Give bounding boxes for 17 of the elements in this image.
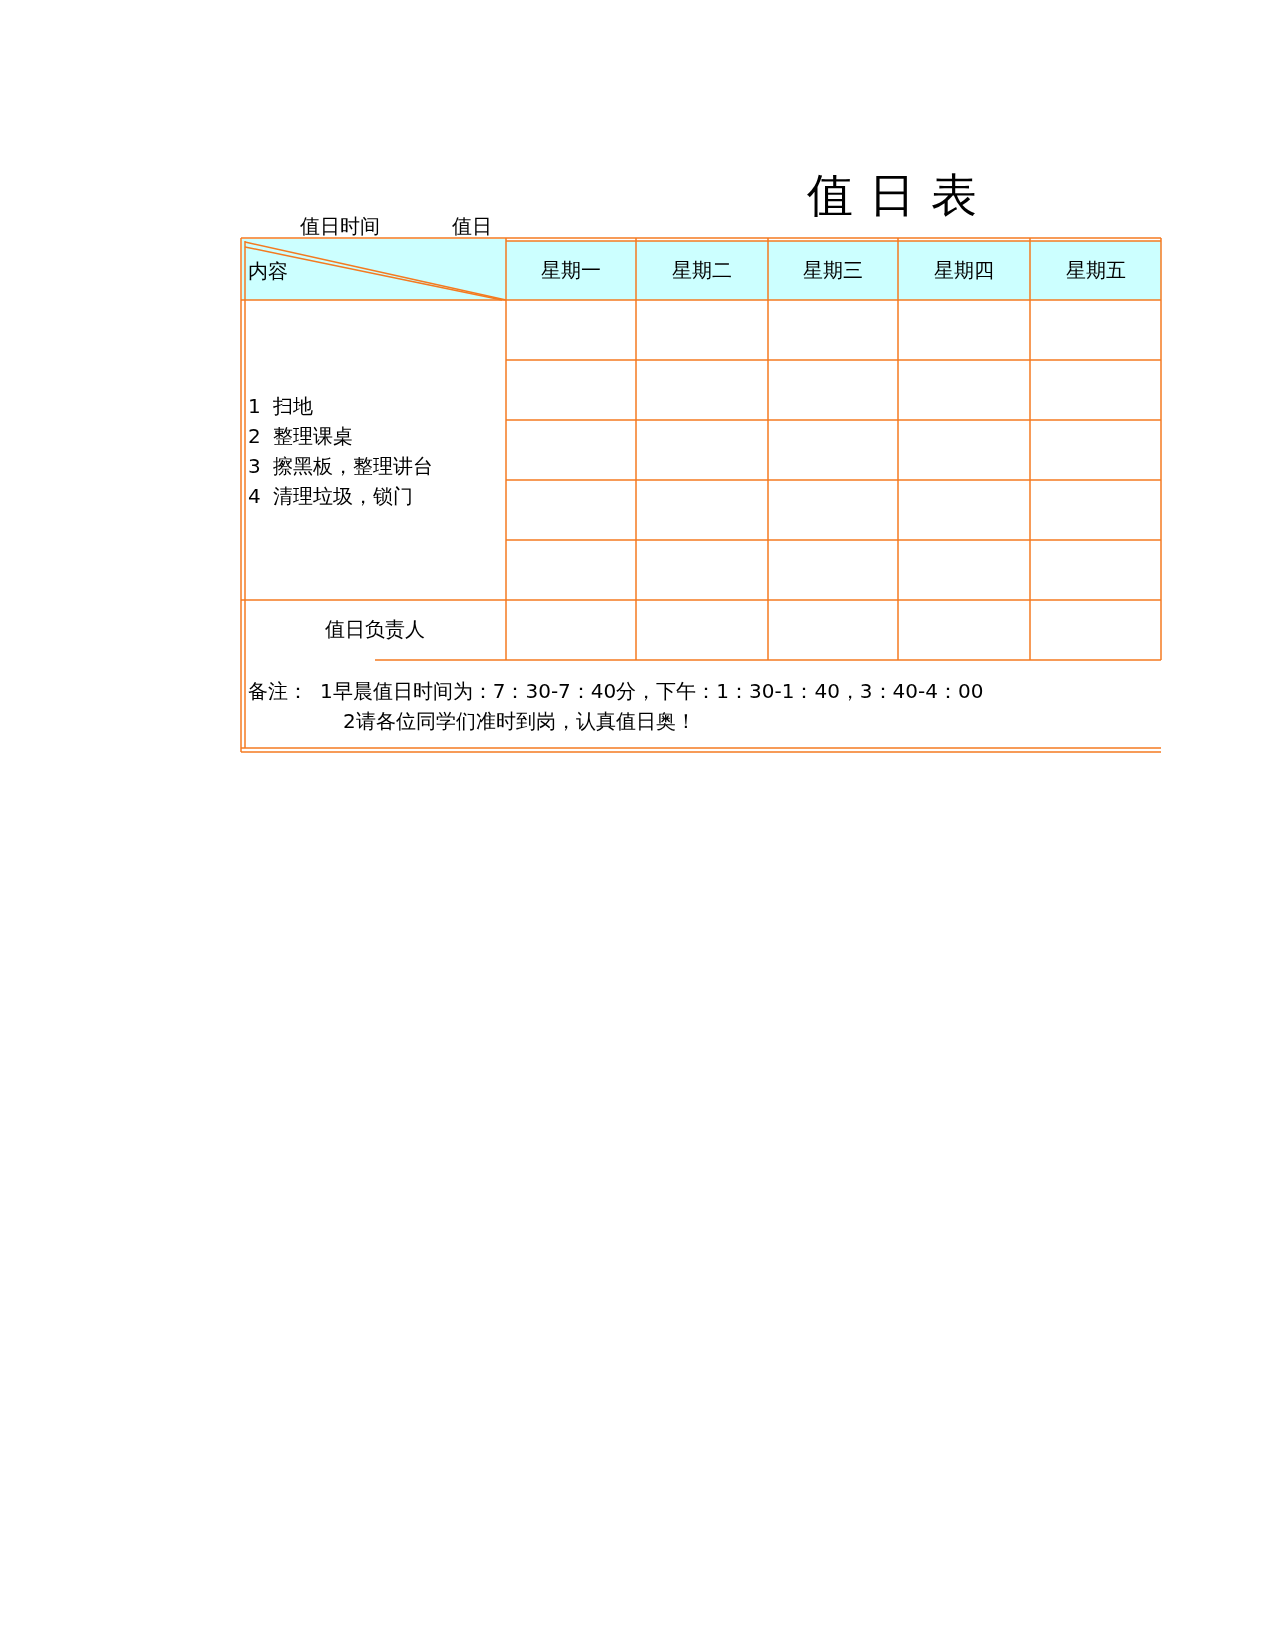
- header-label: 值日: [452, 213, 493, 239]
- note-text: 备注：: [248, 678, 309, 704]
- task-item: 3 擦黑板，整理讲台: [248, 453, 435, 479]
- task-item: 4 清理垃圾，锁门: [248, 483, 415, 509]
- column-header: 星期五: [1064, 257, 1127, 283]
- column-header: 星期二: [671, 257, 733, 283]
- title: 值日表: [806, 167, 994, 224]
- column-header: 星期三: [802, 257, 864, 283]
- task-item: 1 扫地: [248, 393, 315, 419]
- task-item: 2 整理课桌: [248, 423, 355, 449]
- column-header: 星期一: [540, 257, 602, 283]
- header-label: 内容: [248, 258, 289, 284]
- header-label: 值日负责人: [324, 616, 426, 642]
- note-text: 2请各位同学们准时到岗，认真值日奥！: [343, 708, 697, 734]
- header-label: 值日时间: [300, 213, 381, 239]
- column-header: 星期四: [933, 257, 995, 283]
- note-text: 1早晨值日时间为：7：30-7：40分，下午：1：30-1：40，3：40-4：00: [320, 678, 985, 704]
